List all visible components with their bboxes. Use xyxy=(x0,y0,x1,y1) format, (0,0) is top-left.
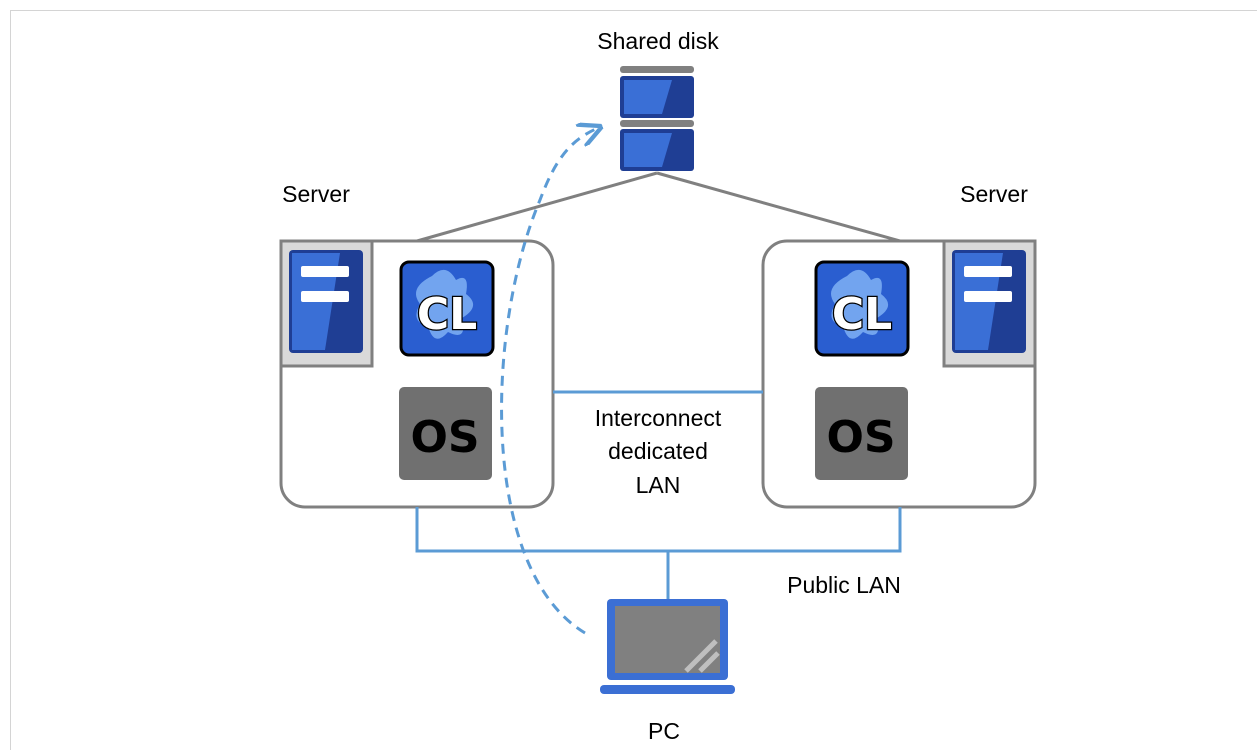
server-rack-icon xyxy=(952,250,1026,353)
svg-text:dedicated: dedicated xyxy=(608,438,708,464)
svg-text:LAN: LAN xyxy=(636,472,681,498)
os-badge-text: OS xyxy=(410,412,479,463)
disk-icon xyxy=(620,66,694,171)
cluster-software-icon: CL xyxy=(399,260,495,357)
interconnect-label: Interconnect dedicated LAN xyxy=(595,405,722,498)
server-left: CL OS xyxy=(279,239,555,509)
cl-badge-text: CL xyxy=(417,289,477,340)
laptop-icon xyxy=(600,599,735,694)
os-icon: OS xyxy=(399,387,492,480)
cluster-software-icon: CL xyxy=(814,260,910,357)
pc-label: PC xyxy=(648,718,680,744)
shared-disk-label: Shared disk xyxy=(597,28,719,54)
os-icon: OS xyxy=(815,387,908,480)
server-rack-icon xyxy=(289,250,363,353)
svg-text:Interconnect: Interconnect xyxy=(595,405,722,431)
server-left-label: Server xyxy=(282,181,350,207)
server-right-label: Server xyxy=(960,181,1028,207)
os-badge-text: OS xyxy=(826,412,895,463)
disk-link-right xyxy=(656,171,901,243)
access-path-arrow xyxy=(500,128,598,635)
diagram-frame xyxy=(10,10,1257,750)
server-right: CL OS xyxy=(761,239,1037,509)
cl-badge-text: CL xyxy=(832,289,892,340)
public-lan-label: Public LAN xyxy=(787,572,901,598)
public-lan-lines xyxy=(415,507,902,599)
disk-link-left xyxy=(416,171,658,243)
